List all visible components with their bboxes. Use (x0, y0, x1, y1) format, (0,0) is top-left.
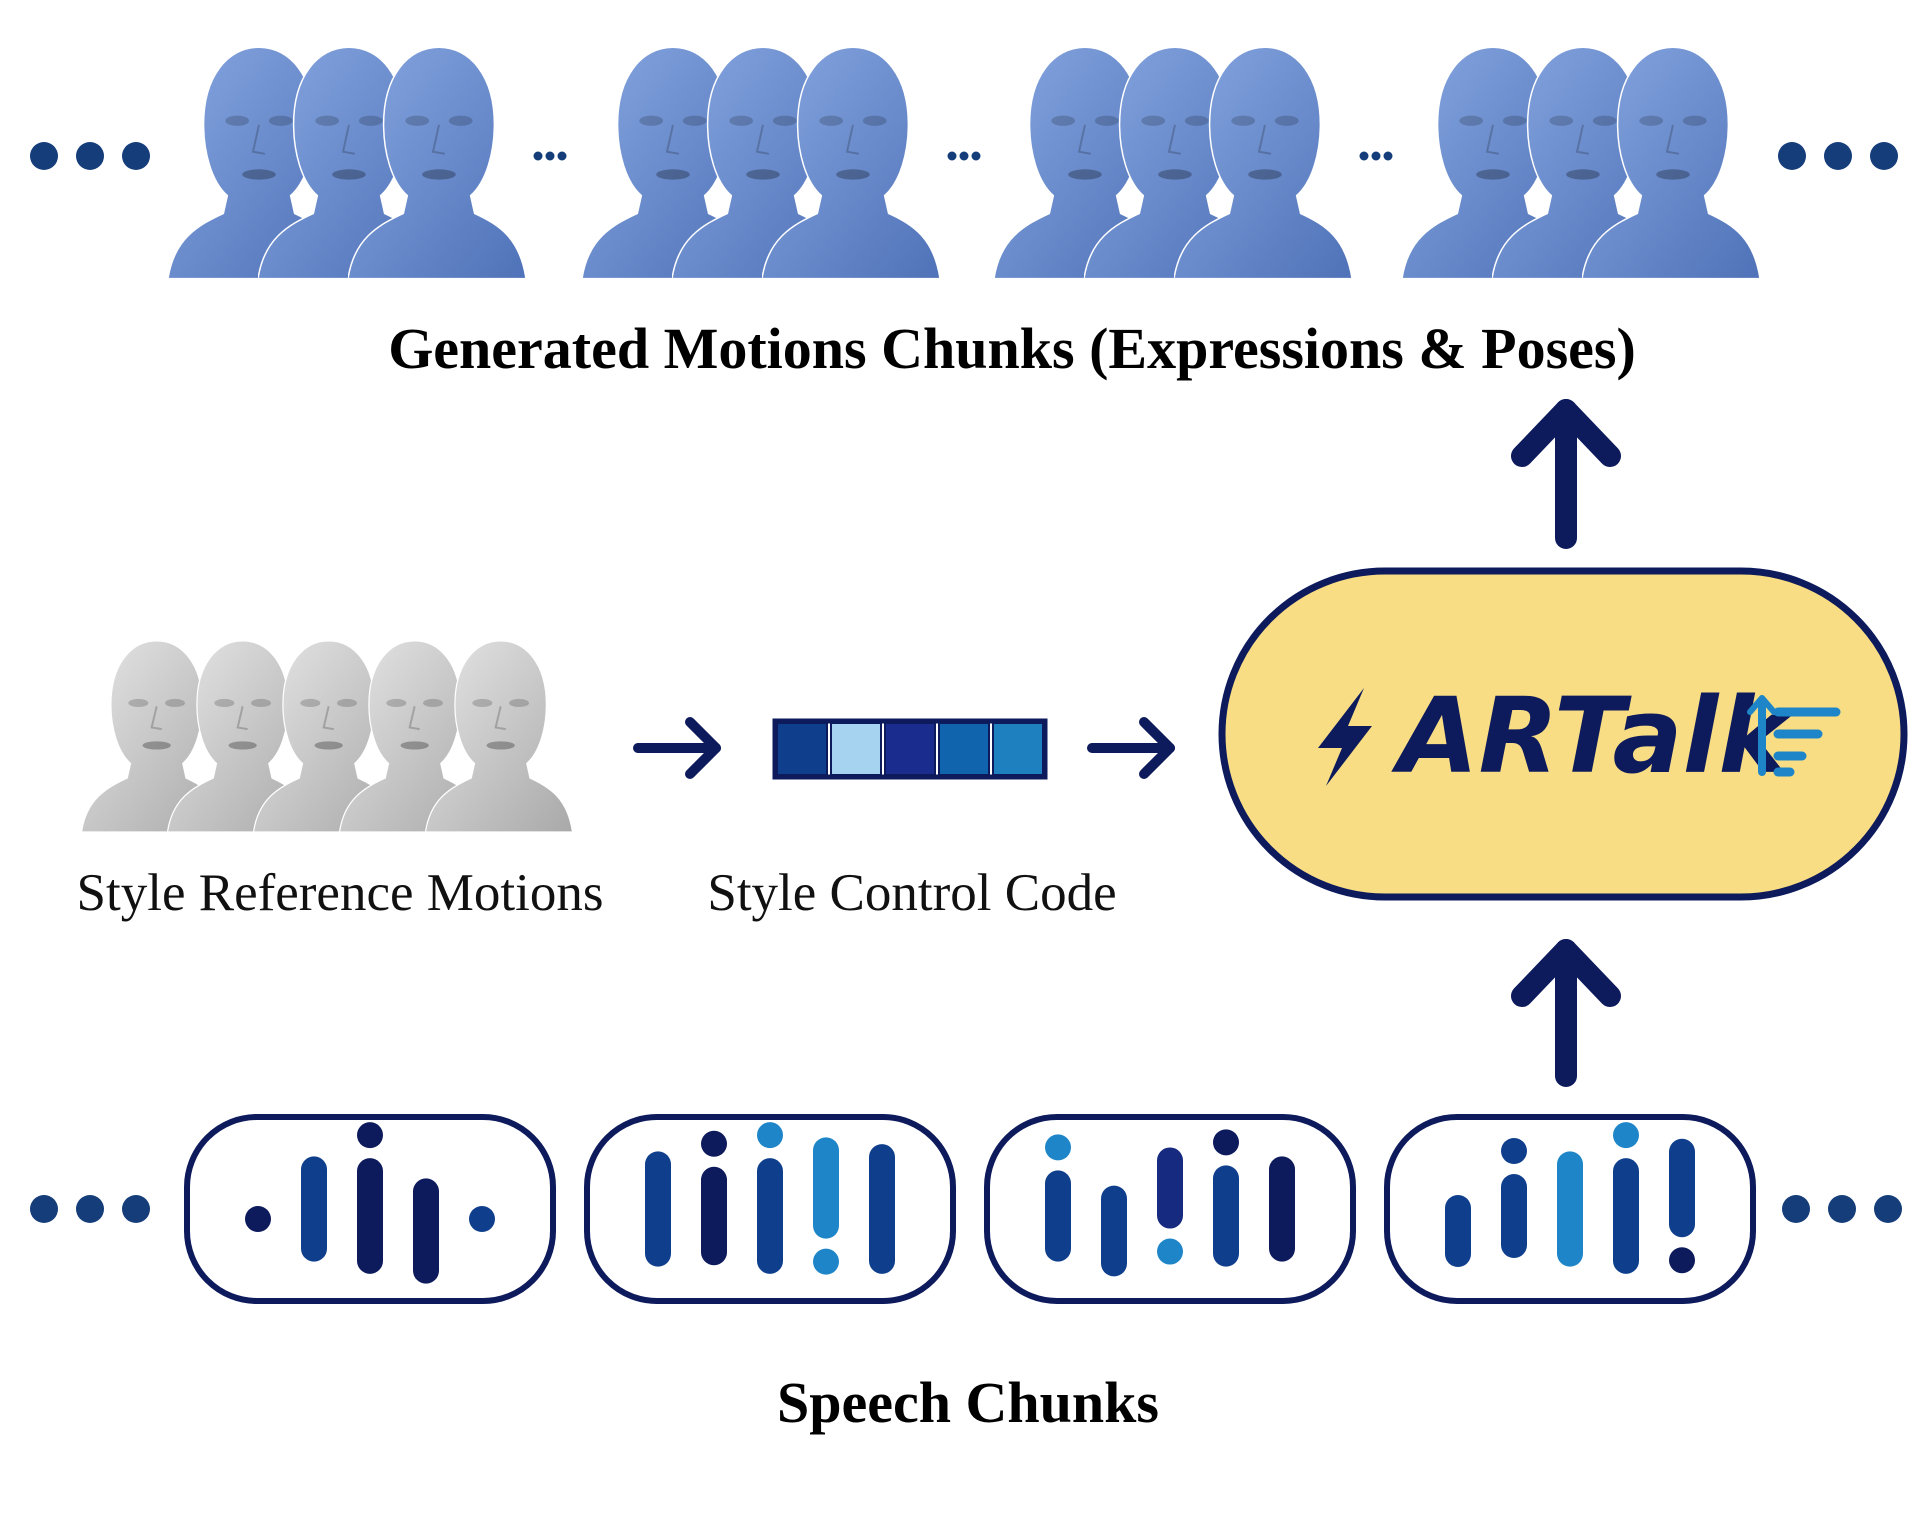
continuation-dots-left-bottom (30, 1195, 150, 1223)
continuation-dot (1824, 142, 1852, 170)
generated-motion-chunks (168, 46, 1760, 280)
style-control-code-bar (772, 718, 1048, 780)
continuation-dot (122, 142, 150, 170)
continuation-dot (1874, 1195, 1902, 1223)
generated-motions-label: Generated Motions Chunks (Expressions & … (388, 316, 1636, 381)
style-reference-head (424, 640, 574, 832)
motion-chunk (994, 46, 1352, 280)
motion-chunk (582, 46, 940, 280)
arrow-up-input-icon (1511, 939, 1621, 1087)
continuation-dot (30, 142, 58, 170)
speech-chunk (584, 1114, 956, 1304)
style-reference-head (338, 640, 488, 832)
continuation-dot (1778, 142, 1806, 170)
style-code-cell (776, 722, 828, 776)
motion-chunk (168, 46, 526, 280)
style-control-code-label: Style Control Code (707, 864, 1116, 922)
generated-head (1492, 46, 1670, 280)
speech-chunk (184, 1114, 556, 1304)
style-code-cell (830, 722, 882, 776)
speech-glyph (1045, 1134, 1071, 1262)
generated-head (1174, 46, 1352, 280)
style-reference-heads (80, 640, 574, 832)
speech-glyph (1501, 1138, 1527, 1258)
continuation-dot (1828, 1195, 1856, 1223)
motion-chunk (1402, 46, 1760, 280)
speech-glyph (813, 1137, 839, 1275)
continuation-dots-right-bottom (1782, 1195, 1902, 1223)
generated-head (672, 46, 850, 280)
generated-head (762, 46, 940, 280)
speech-glyph (757, 1122, 783, 1274)
style-reference-head (80, 640, 230, 832)
generated-head (1402, 46, 1580, 280)
continuation-dots-left-top (30, 142, 150, 170)
speech-glyph (1613, 1122, 1639, 1274)
continuation-dots-right-top (1778, 142, 1898, 170)
chunk-separator-dots (533, 151, 567, 161)
speech-glyph (357, 1122, 383, 1274)
speech-chunks-label: Speech Chunks (777, 1370, 1159, 1435)
artalk-capsule (1218, 567, 1908, 901)
speech-glyph (469, 1206, 495, 1232)
artalk-model-block: ARTalk (1218, 567, 1908, 901)
style-code-cell (992, 722, 1044, 776)
arrow-right-icon (1087, 717, 1175, 779)
continuation-dot (30, 1195, 58, 1223)
continuation-dot (76, 1195, 104, 1223)
style-reference-label: Style Reference Motions (77, 864, 604, 922)
style-reference-head (252, 640, 402, 832)
speech-glyph (1669, 1138, 1695, 1274)
continuation-dot (122, 1195, 150, 1223)
generated-head (994, 46, 1172, 280)
style-reference-head (166, 640, 316, 832)
generated-head (168, 46, 346, 280)
chunk-separator-dots (947, 151, 981, 161)
speech-glyph (701, 1130, 727, 1266)
chunk-separator-dots (1359, 151, 1393, 161)
speech-glyph (245, 1206, 271, 1232)
speech-glyph (1213, 1129, 1239, 1267)
speech-glyph (1157, 1147, 1183, 1265)
generated-head (1582, 46, 1760, 280)
generated-head (1084, 46, 1262, 280)
continuation-dot (1870, 142, 1898, 170)
artalk-logo-text: ARTalk (1391, 675, 1793, 797)
generated-head (582, 46, 760, 280)
stream-lines-icon (1747, 695, 1841, 777)
arrow-right-icon (633, 717, 721, 779)
style-code-cell (884, 722, 936, 776)
continuation-dot (76, 142, 104, 170)
lightning-bolt-icon (1318, 688, 1372, 786)
speech-chunk (984, 1114, 1356, 1304)
continuation-dot (1782, 1195, 1810, 1223)
generated-head (258, 46, 436, 280)
arrow-up-output-icon (1511, 399, 1621, 549)
style-code-cell (938, 722, 990, 776)
speech-chunk (1384, 1114, 1756, 1304)
speech-chunks (184, 1114, 1756, 1304)
generated-head (348, 46, 526, 280)
